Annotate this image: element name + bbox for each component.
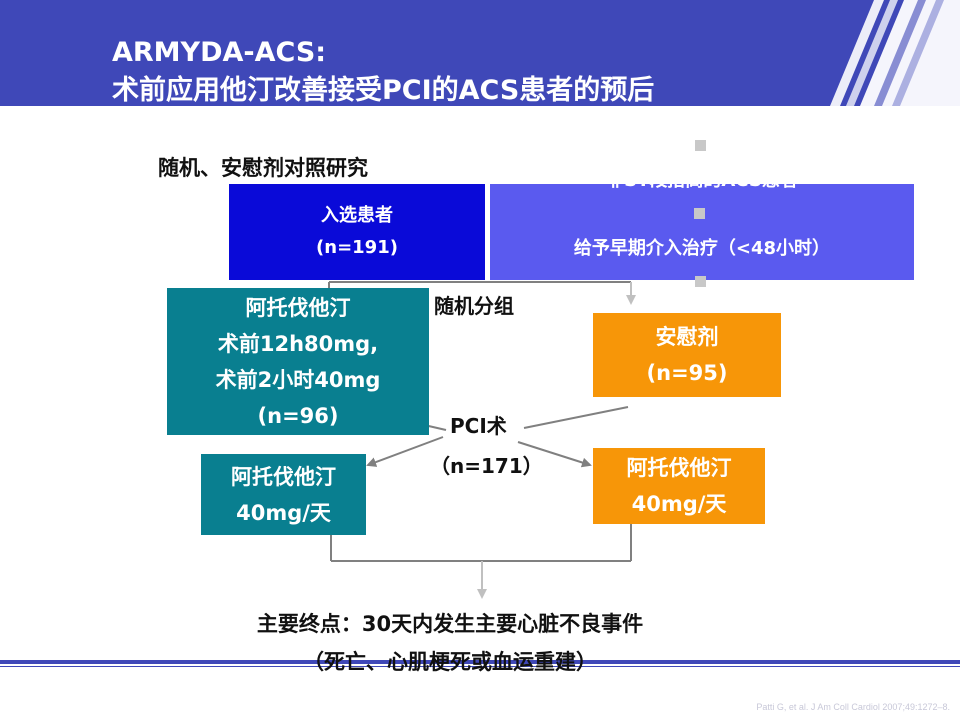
dose-line: 40mg/天 bbox=[236, 500, 331, 525]
pci-count-label: （n=171） bbox=[430, 454, 543, 478]
criteria-text: 非ST段抬高的ACS患者 bbox=[606, 170, 798, 191]
enrolled-label: 入选患者 bbox=[321, 205, 393, 226]
pci-to-right-arrow bbox=[517, 441, 592, 468]
atorvastatin-post-right-box: 阿托伐他汀 40mg/天 bbox=[593, 448, 765, 524]
dose-line: 术前2小时40mg bbox=[215, 367, 381, 392]
footer-line-thick bbox=[0, 660, 960, 664]
dose-line: 术前12h80mg, bbox=[217, 331, 379, 356]
arm-count: (n=95) bbox=[646, 361, 728, 385]
atorvastatin-pretreatment-box: 阿托伐他汀 术前12h80mg, 术前2小时40mg (n=96) bbox=[167, 288, 429, 435]
pci-label: PCI术 bbox=[450, 414, 507, 438]
enrolled-patients-box: 入选患者 (n=191) bbox=[229, 184, 485, 280]
square-bullet-icon bbox=[694, 276, 706, 287]
square-bullet-icon bbox=[694, 140, 706, 151]
atorvastatin-post-left-box: 阿托伐他汀 40mg/天 bbox=[201, 454, 366, 535]
citation: Patti G, et al. J Am Coll Cardiol 2007;4… bbox=[756, 702, 950, 712]
header-band: ARMYDA-ACS: 术前应用他汀改善接受PCI的ACS患者的预后 bbox=[0, 0, 960, 106]
primary-endpoint-detail: （死亡、心肌梗死或血运重建） bbox=[303, 650, 597, 674]
criteria-item: 非ST段抬高的ACS患者 bbox=[606, 130, 798, 198]
arm-name: 阿托伐他汀 bbox=[245, 295, 351, 320]
arm-name: 安慰剂 bbox=[655, 325, 719, 349]
randomization-label: 随机分组 bbox=[434, 294, 514, 318]
placebo-to-pci-line bbox=[523, 406, 629, 429]
footer-line-thin bbox=[0, 666, 960, 667]
dose-line: 40mg/天 bbox=[631, 492, 727, 516]
arm-name: 阿托伐他汀 bbox=[626, 456, 732, 480]
square-bullet-icon bbox=[694, 208, 706, 219]
inclusion-criteria-box: 非ST段抬高的ACS患者 给予早期介入治疗（<48小时） 既往未服用过他汀 bbox=[490, 140, 914, 327]
arm-count: (n=96) bbox=[257, 403, 339, 428]
primary-endpoint: 主要终点：30天内发生主要心脏不良事件 bbox=[256, 612, 644, 636]
page-title: ARMYDA-ACS: 术前应用他汀改善接受PCI的ACS患者的预后 bbox=[112, 34, 654, 110]
study-type-label: 随机、安慰剂对照研究 bbox=[158, 156, 368, 180]
criteria-text: 给予早期介入治疗（<48小时） bbox=[573, 238, 831, 259]
header-stripes bbox=[830, 0, 960, 106]
arm-name: 阿托伐他汀 bbox=[231, 464, 336, 489]
title-line-1: ARMYDA-ACS: bbox=[112, 37, 327, 68]
pci-to-left-arrow bbox=[366, 436, 444, 467]
enrolled-count: (n=191) bbox=[316, 237, 398, 258]
title-line-2: 术前应用他汀改善接受PCI的ACS患者的预后 bbox=[112, 75, 655, 106]
criteria-item: 给予早期介入治疗（<48小时） bbox=[574, 198, 830, 266]
placebo-box: 安慰剂 (n=95) bbox=[593, 313, 781, 397]
